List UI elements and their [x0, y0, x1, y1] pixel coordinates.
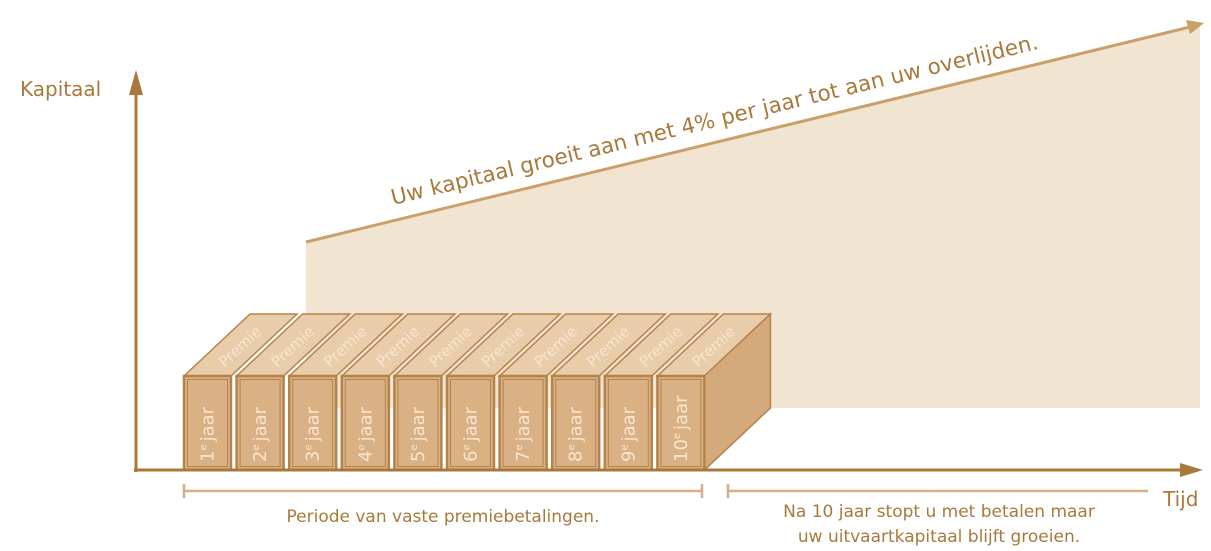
paying-period-label: Periode van vaste premiebetalingen.	[287, 507, 600, 527]
year-label: 10e jaar	[671, 395, 692, 462]
box-front-inner	[344, 379, 386, 467]
year-label: 1e jaar	[198, 406, 219, 462]
year-number: 1	[198, 451, 219, 462]
year-word: jaar	[250, 406, 271, 442]
box-front-inner	[397, 379, 439, 467]
year-number: 5	[408, 451, 429, 462]
year-number: 9	[618, 451, 639, 462]
year-word: jaar	[618, 406, 639, 442]
year-number: 6	[461, 451, 482, 462]
after-period-label-line2: uw uitvaartkapitaal blijft groeien.	[798, 527, 1080, 547]
year-ordinal-suffix: e	[409, 444, 420, 450]
box-front-inner	[450, 379, 491, 467]
year-number: 7	[513, 451, 534, 462]
year-word: jaar	[671, 395, 692, 431]
year-label: 4e jaar	[355, 406, 376, 462]
box-front-face	[656, 374, 706, 472]
year-ordinal-suffix: e	[619, 444, 630, 450]
y-axis-label: Kapitaal	[20, 77, 101, 101]
year-ordinal-suffix: e	[304, 444, 315, 450]
box-front-face	[550, 374, 601, 472]
year-word: jaar	[461, 406, 482, 442]
growth-area	[306, 24, 1200, 408]
year-ordinal-suffix: e	[514, 444, 525, 450]
year-ordinal-suffix: e	[462, 444, 473, 450]
box-front-inner	[502, 379, 544, 467]
year-label: 3e jaar	[303, 406, 324, 462]
box-front-inner	[555, 379, 597, 467]
year-label: 2e jaar	[250, 406, 271, 462]
year-number: 8	[566, 451, 587, 462]
year-label: 5e jaar	[408, 406, 429, 462]
year-label: 8e jaar	[566, 406, 587, 462]
y-axis-arrowhead	[129, 70, 143, 95]
after-period-label-line1: Na 10 jaar stopt u met betalen maar	[783, 502, 1095, 522]
box-front-face	[445, 374, 496, 472]
premium-boxes: Premie1ejaarPremie2ejaarPremie3ejaarPrem…	[182, 312, 773, 472]
box-front-inner	[187, 379, 228, 467]
year-label: 7e jaar	[513, 406, 534, 462]
box-front-face	[603, 374, 654, 472]
box-front-inner	[292, 379, 334, 467]
year-label: 9e jaar	[618, 406, 639, 462]
box-front-face	[235, 374, 285, 472]
growth-line	[305, 25, 1191, 244]
box-front-face	[498, 374, 548, 472]
year-label: 6e jaar	[461, 406, 482, 462]
x-axis-label: Tijd	[1162, 487, 1198, 511]
growth-arrowhead	[1186, 20, 1204, 34]
year-word: jaar	[513, 406, 534, 442]
year-number: 4	[355, 451, 376, 462]
box-front-face	[340, 374, 391, 472]
box-front-inner	[607, 379, 649, 467]
year-word: jaar	[408, 406, 429, 442]
paying-period-bracket	[182, 484, 704, 498]
box-front-inner	[660, 379, 702, 467]
year-ordinal-suffix: e	[251, 444, 262, 450]
year-ordinal-suffix: e	[672, 433, 683, 439]
year-ordinal-suffix: e	[356, 444, 367, 450]
year-word: jaar	[198, 406, 219, 442]
year-number: 3	[303, 451, 324, 462]
after-period-bracket	[726, 484, 1148, 498]
year-number: 2	[250, 451, 271, 462]
year-word: jaar	[566, 406, 587, 442]
x-axis-arrowhead	[1180, 463, 1203, 477]
box-front-inner	[239, 379, 281, 467]
year-word: jaar	[355, 406, 376, 442]
year-number: 10	[671, 439, 692, 462]
year-word: jaar	[303, 406, 324, 442]
year-ordinal-suffix: e	[199, 444, 210, 450]
year-ordinal-suffix: e	[567, 444, 578, 450]
